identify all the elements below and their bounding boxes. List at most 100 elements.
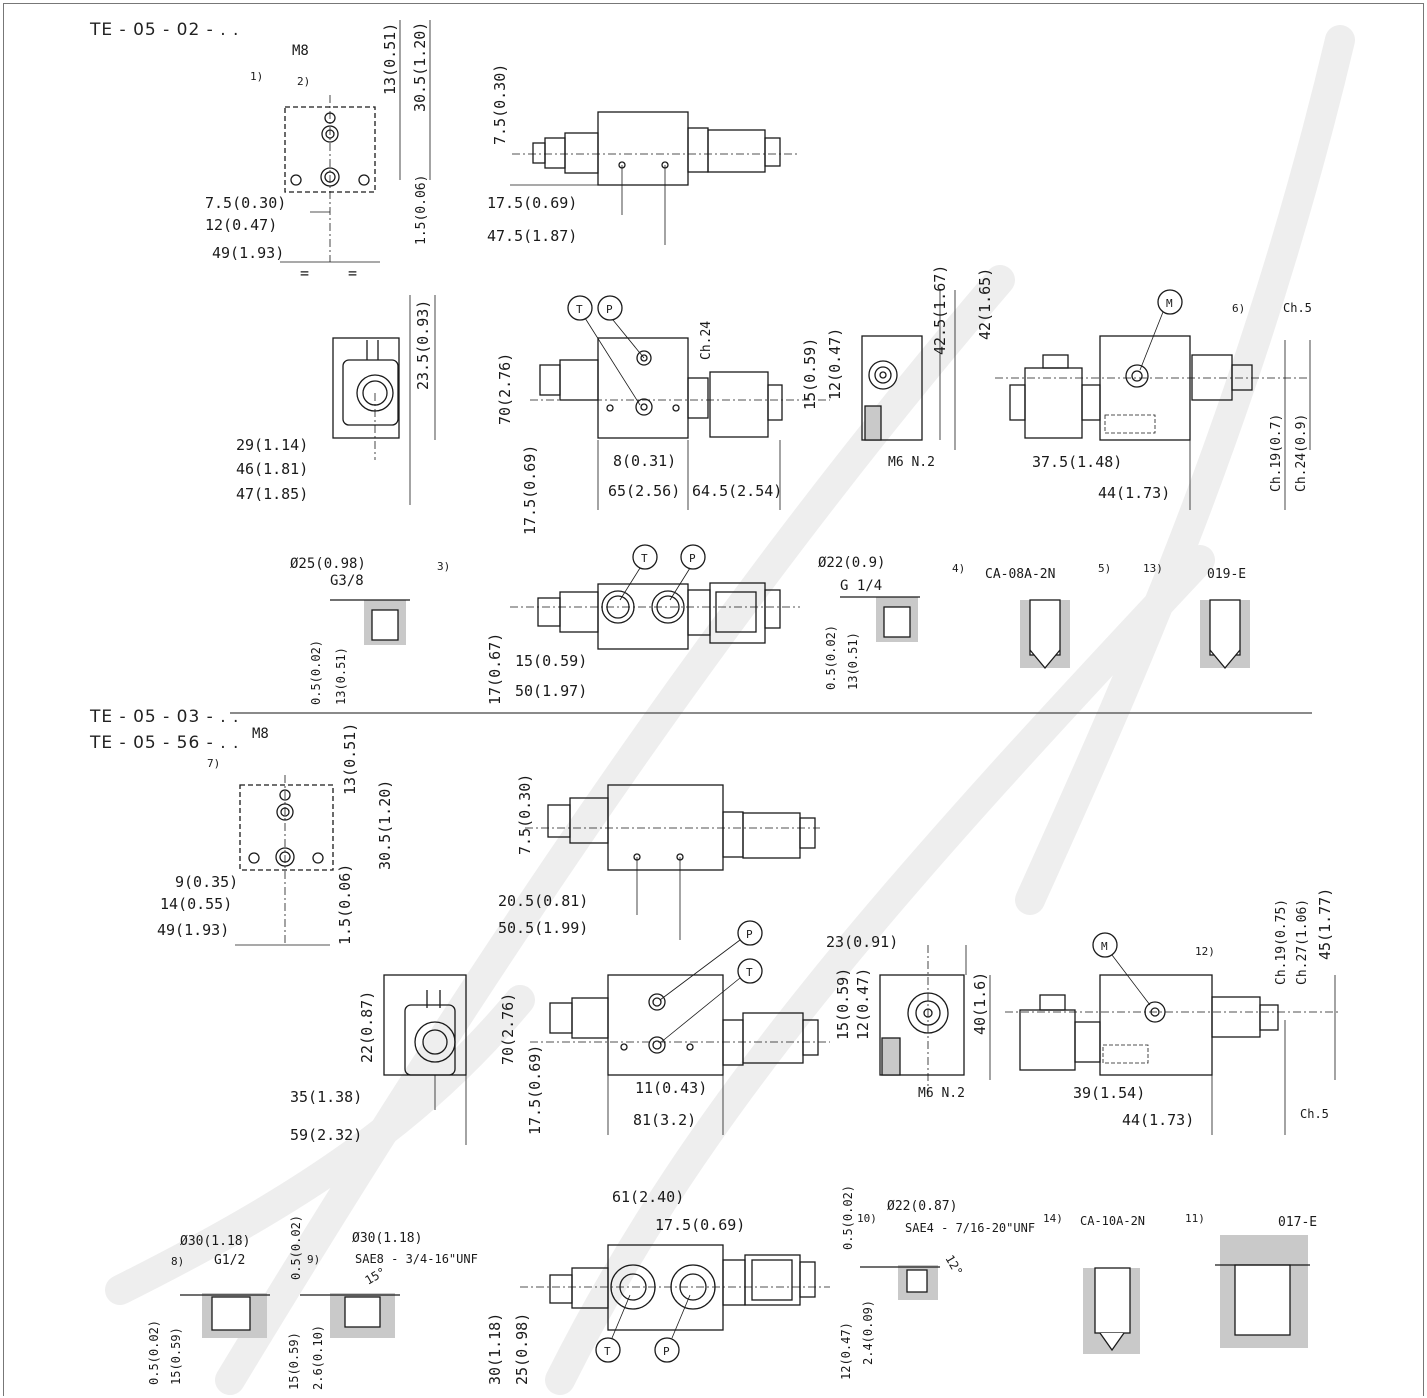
callout-label: 5) [1098, 562, 1111, 575]
dimension-label: 42(1.65) [976, 268, 994, 340]
section-title-te-05-56: TE - 05 - 56 - . . [90, 733, 240, 753]
dimension-label: G 1/4 [840, 578, 882, 594]
dimension-label: 0.5(0.02) [309, 640, 323, 705]
dimension-label: Ø30(1.18) [180, 1234, 250, 1249]
port-label: P [663, 1345, 670, 1358]
dimension-label: 23.5(0.93) [414, 300, 432, 390]
dimension-label: CA-10A-2N [1080, 1214, 1145, 1228]
section-title-te-05-03: TE - 05 - 03 - . . [90, 707, 240, 727]
dimension-label: 61(2.40) [612, 1188, 684, 1206]
dimension-label: 9(0.35) [175, 873, 238, 891]
dimension-label: 59(2.32) [290, 1126, 362, 1144]
dimension-label: 12(0.47) [205, 216, 277, 234]
dimension-label: Ch.27(1.06) [1295, 899, 1310, 985]
dimension-label: = [348, 264, 357, 282]
dimension-label: 20.5(0.81) [498, 892, 588, 910]
dimension-label: 40(1.6) [971, 972, 989, 1035]
dimension-label: 17.5(0.69) [487, 194, 577, 212]
dimension-label: 49(1.93) [212, 244, 284, 262]
dimension-label: 15(0.59) [515, 652, 587, 670]
port-label: P [606, 303, 613, 316]
dimension-label: 47(1.85) [236, 485, 308, 503]
callout-label: 4) [952, 562, 965, 575]
callout-label: 6) [1232, 302, 1245, 315]
dimension-label: Ch.24(0.9) [1294, 414, 1309, 492]
valve-front-view-2 [530, 920, 830, 1135]
dimension-label: 29(1.14) [236, 436, 308, 454]
dimension-label: 13(0.51) [334, 647, 348, 705]
dimension-label: 15° [363, 1265, 389, 1288]
dimension-label: 12° [942, 1253, 965, 1279]
dimension-label: 42.5(1.67) [931, 265, 949, 355]
callout-label: 2) [297, 75, 310, 88]
dimension-label: 30.5(1.20) [376, 780, 394, 870]
dimension-label: 46(1.81) [236, 460, 308, 478]
section-title-te-05-02: TE - 05 - 02 - . . [90, 20, 240, 40]
valve-plan-view-2 [520, 1244, 830, 1363]
callout-label: 12) [1195, 945, 1215, 958]
valve-top-view-2 [1005, 932, 1340, 1135]
port-details-1 [330, 596, 1250, 670]
dimension-label: 8(0.31) [613, 452, 676, 470]
dimension-label: Ø22(0.9) [818, 555, 885, 571]
callout-label: 1) [250, 70, 263, 83]
dimension-label: 1.5(0.06) [414, 175, 429, 245]
dimension-label: 017-E [1278, 1215, 1317, 1230]
dimension-label: 15(0.59) [801, 338, 819, 410]
dimension-label: G1/2 [214, 1253, 245, 1268]
dimension-label: 15(0.59) [169, 1327, 183, 1385]
dimension-label: 0.5(0.02) [824, 625, 838, 690]
dimension-label: Ch.5 [1283, 301, 1312, 315]
callout-label: 7) [207, 757, 220, 770]
dimension-label: 44(1.73) [1122, 1111, 1194, 1129]
dimension-label: 17.5(0.69) [521, 445, 539, 535]
dimension-label: 23(0.91) [826, 933, 898, 951]
dimension-label: Ch.19(0.75) [1274, 899, 1289, 985]
valve-front-view-1 [530, 295, 830, 510]
dimension-label: 2.6(0.10) [311, 1325, 325, 1390]
dimension-label: M8 [252, 726, 269, 742]
port-pattern-view-1 [280, 20, 431, 263]
callout-label: 14) [1043, 1212, 1063, 1225]
dimension-label: M6 N.2 [918, 1086, 965, 1101]
dimension-label: 0.5(0.02) [147, 1320, 161, 1385]
dimension-label: Ch.24 [699, 321, 714, 360]
dimension-label: = [300, 264, 309, 282]
dimension-label: 81(3.2) [633, 1111, 696, 1129]
dimension-label: 70(2.76) [496, 353, 514, 425]
drawing-frame [3, 3, 1424, 1396]
port-details-2 [180, 1235, 1310, 1354]
dimension-label: 49(1.93) [157, 921, 229, 939]
dimension-label: 30(1.18) [486, 1313, 504, 1385]
callout-label: 13) [1143, 562, 1163, 575]
dimension-label: 7.5(0.30) [205, 194, 286, 212]
coil-end-view-2 [383, 974, 467, 1145]
callout-label: 9) [307, 1253, 320, 1266]
dimension-label: 44(1.73) [1098, 484, 1170, 502]
valve-top-view-1 [995, 289, 1311, 510]
dimension-label: 13(0.51) [381, 23, 399, 95]
valve-plan-view-1 [510, 544, 800, 650]
dimension-label: 0.5(0.02) [289, 1215, 303, 1280]
callout-label: 8) [171, 1255, 184, 1268]
dimension-label: 12(0.47) [854, 968, 872, 1040]
dimension-label: 13(0.51) [846, 632, 860, 690]
valve-end-view-1 [861, 290, 956, 450]
callout-label: 11) [1185, 1212, 1205, 1225]
dimension-label: 35(1.38) [290, 1088, 362, 1106]
dimension-label: 50.5(1.99) [498, 919, 588, 937]
dimension-label: 12(0.47) [826, 328, 844, 400]
port-pattern-view-2 [235, 775, 334, 946]
dimension-label: Ch.19(0.7) [1269, 414, 1284, 492]
dimension-label: 2.4(0.09) [861, 1300, 875, 1365]
port-label: M [1166, 297, 1173, 310]
dimension-label: 11(0.43) [635, 1079, 707, 1097]
dimension-label: SAE8 - 3/4-16"UNF [355, 1252, 478, 1266]
dimension-label: 0.5(0.02) [841, 1185, 855, 1250]
callout-label: 10) [857, 1212, 877, 1225]
dimension-label: 7.5(0.30) [491, 64, 509, 145]
port-label: P [746, 928, 753, 941]
dimension-label: 47.5(1.87) [487, 227, 577, 245]
